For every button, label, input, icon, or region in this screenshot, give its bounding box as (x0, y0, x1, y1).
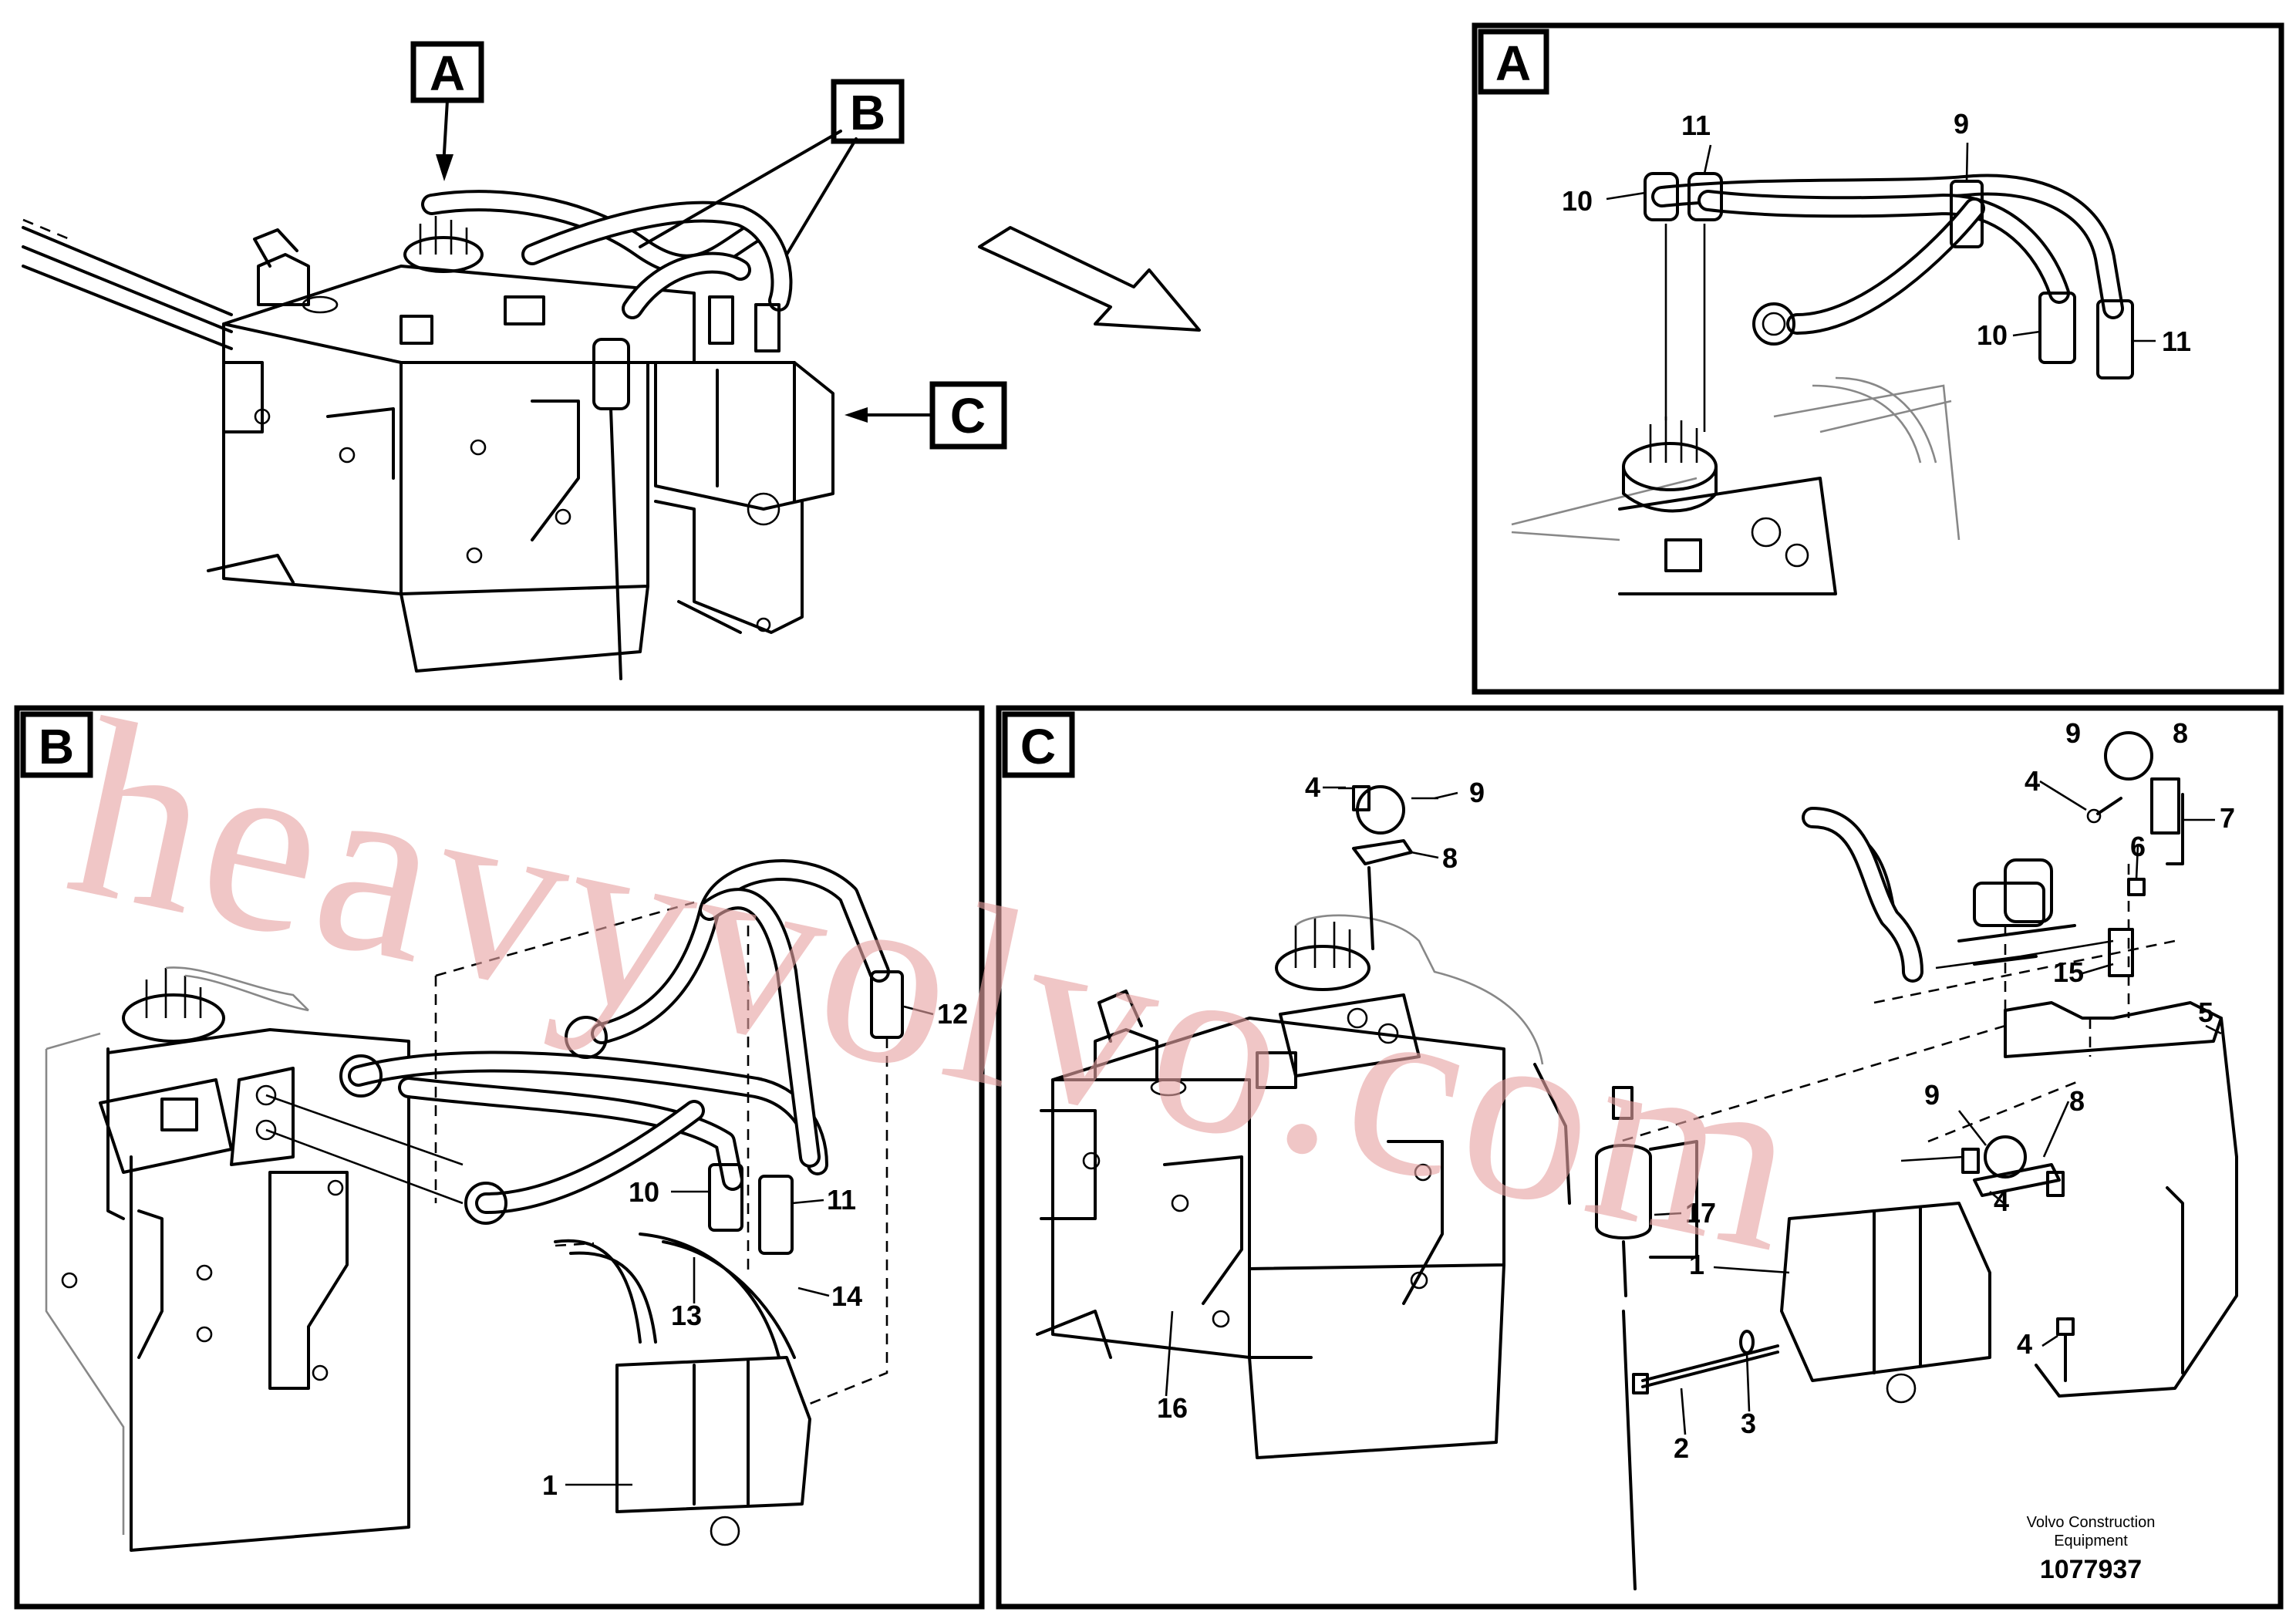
callout-b-box[interactable] (831, 79, 905, 144)
detail-c-part-4a: 4 (1305, 771, 1320, 803)
detail-c-part-8b: 8 (2173, 717, 2188, 749)
detail-c-part-9c: 9 (1924, 1079, 1940, 1111)
callout-c-label: C (950, 388, 986, 443)
detail-c-part-1: 1 (1689, 1249, 1704, 1280)
detail-b-part-14: 14 (831, 1280, 862, 1312)
detail-b-tag (20, 711, 93, 778)
direction-arrow-icon (978, 226, 1201, 332)
company-name-line1: Volvo Construction (2027, 1514, 2156, 1531)
detail-c-part-17: 17 (1685, 1197, 1716, 1229)
detail-a-part-11-top: 11 (1681, 110, 1711, 141)
detail-a-part-10-bottom: 10 (1977, 319, 2008, 351)
callout-b-label: B (850, 85, 885, 140)
detail-c-part-15: 15 (2053, 956, 2084, 988)
detail-c-part-7: 7 (2220, 802, 2235, 834)
detail-a-part-9: 9 (1954, 108, 1969, 140)
callout-a-label: A (430, 46, 465, 101)
overview-assembly (22, 190, 834, 680)
detail-c-part-5: 5 (2198, 996, 2213, 1028)
detail-a-frame (1472, 22, 2284, 695)
detail-a-part-10-top: 10 (1562, 185, 1593, 217)
detail-c-part-9b: 9 (2065, 717, 2081, 749)
watermark: heavyvolvo.com (50, 666, 1825, 1306)
detail-c-part-9a: 9 (1469, 777, 1485, 808)
detail-c-part-8c: 8 (2069, 1085, 2085, 1117)
drawing-number: 1077937 (2040, 1555, 2142, 1584)
detail-c-part-2: 2 (1674, 1432, 1689, 1464)
detail-b-part-13: 13 (671, 1300, 702, 1331)
detail-b-part-11: 11 (827, 1184, 856, 1216)
detail-b-part-10: 10 (629, 1176, 659, 1208)
detail-c-title: C (1020, 719, 1056, 774)
detail-b-drawing (45, 859, 904, 1552)
detail-b-part-1: 1 (542, 1469, 558, 1501)
detail-b-title: B (39, 719, 74, 774)
detail-c-part-8a: 8 (1442, 842, 1458, 874)
detail-a-title: A (1495, 35, 1531, 91)
detail-a-drawing (1511, 172, 2134, 595)
detail-c-part-4d: 4 (2017, 1328, 2032, 1360)
detail-b-part-12: 12 (937, 998, 968, 1030)
detail-a-part-11-bottom: 11 (2162, 325, 2191, 357)
company-name-line2: Equipment (2054, 1533, 2128, 1549)
detail-c-part-16: 16 (1157, 1392, 1188, 1424)
detail-c-part-3: 3 (1741, 1408, 1756, 1439)
detail-b-frame (14, 705, 985, 1610)
detail-c-frame (996, 705, 2284, 1610)
detail-a-tag (1478, 29, 1549, 95)
detail-c-part-4b: 4 (2025, 765, 2040, 797)
watermark-text: heavyvolvo.com (50, 666, 1825, 1306)
detail-c-tag (1002, 711, 1075, 778)
detail-c-drawing (1036, 731, 2238, 1590)
